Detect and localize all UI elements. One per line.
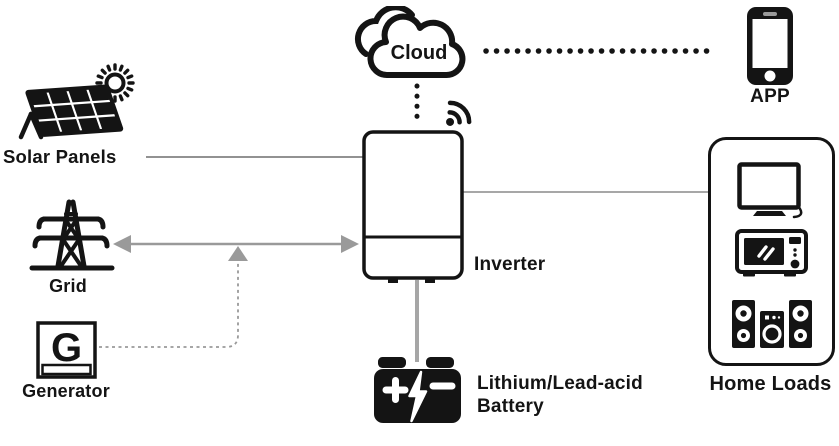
arrowhead-left bbox=[113, 235, 131, 253]
lightning-bolt-icon bbox=[408, 370, 428, 423]
microwave-display bbox=[788, 237, 801, 244]
grid-label: Grid bbox=[49, 276, 87, 296]
home-loads-label: Home Loads bbox=[709, 373, 832, 395]
tv-icon bbox=[736, 162, 802, 219]
cloud-label: Cloud bbox=[391, 42, 448, 64]
solar-panels-label: Solar Panels bbox=[3, 146, 117, 167]
phone-home-button bbox=[764, 70, 776, 82]
node-battery bbox=[371, 348, 465, 426]
smartphone-icon bbox=[747, 7, 793, 85]
battery-terminal bbox=[426, 357, 454, 368]
node-grid bbox=[28, 192, 124, 274]
transmission-tower-icon bbox=[29, 199, 115, 271]
battery-label-line2: Battery bbox=[477, 396, 544, 417]
phone-speaker-slot bbox=[763, 12, 777, 16]
inverter-label: Inverter bbox=[474, 254, 546, 275]
app-label: APP bbox=[750, 86, 790, 107]
node-cloud: Cloud bbox=[352, 6, 482, 84]
generator-grid-dashed-arrow bbox=[99, 246, 248, 348]
arrowhead-up bbox=[228, 246, 248, 261]
panel-cells bbox=[25, 84, 124, 137]
inverter-icon bbox=[362, 130, 464, 283]
tv-cable bbox=[792, 204, 802, 219]
battery-terminal bbox=[378, 357, 406, 368]
subwoofer-cone bbox=[761, 324, 782, 344]
microwave-knob bbox=[790, 259, 799, 269]
battery-label-line1: Lithium/Lead-acid bbox=[477, 373, 643, 394]
generator-label: Generator bbox=[22, 381, 110, 401]
node-app bbox=[744, 6, 796, 88]
grid-inverter-arrow bbox=[113, 235, 359, 253]
node-inverter bbox=[362, 124, 466, 286]
cloud-icon: Cloud bbox=[354, 6, 466, 79]
arrowhead-right bbox=[341, 235, 359, 253]
node-solar-panels bbox=[10, 56, 150, 144]
solar-panel-icon bbox=[18, 63, 135, 140]
generator-icon: G bbox=[36, 321, 97, 379]
node-wifi bbox=[436, 95, 474, 131]
inverter-bottom-port bbox=[388, 278, 398, 283]
generator-letter: G bbox=[51, 326, 82, 370]
inverter-bottom-port bbox=[425, 278, 435, 283]
speakers-icon bbox=[731, 300, 812, 348]
battery-label: Lithium/Lead-acid Battery bbox=[477, 372, 643, 418]
microwave-icon bbox=[734, 229, 808, 277]
home-loads-box bbox=[708, 137, 835, 366]
node-generator: G bbox=[36, 320, 100, 380]
wifi-icon bbox=[446, 100, 472, 126]
battery-icon bbox=[374, 357, 461, 423]
